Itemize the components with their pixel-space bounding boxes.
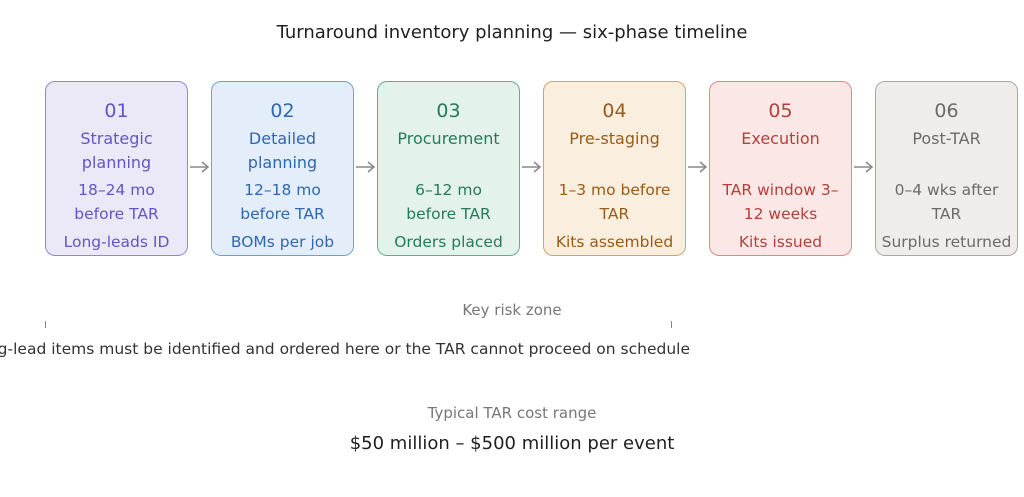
risk-zone-description: Long-lead items must be identified and o…: [0, 340, 691, 358]
cost-range-value: $50 million – $500 million per event: [349, 433, 675, 454]
phase-detail: Kits issued: [738, 233, 823, 251]
phase-timing: 0–4 wks after TAR: [894, 181, 999, 223]
phase-detail: Surplus returned: [881, 233, 1012, 251]
phase-card-01: 01 Strategic planning 18–24 mo before TA…: [45, 81, 188, 256]
phase-number: 03: [436, 100, 461, 122]
risk-zone-end-tick: [671, 321, 672, 328]
phase-number: 05: [768, 100, 793, 122]
phase-detail: BOMs per job: [230, 233, 335, 251]
arrow-right-icon: [854, 161, 874, 173]
phase-card-05: 05 Execution TAR window 3–12 weeks Kits …: [709, 81, 852, 256]
phase-number: 01: [104, 100, 129, 122]
phase-card-03: 03 Procurement 6–12 mo before TAR Orders…: [377, 81, 520, 256]
arrow-right-icon: [356, 161, 376, 173]
arrow-right-icon: [522, 161, 542, 173]
phase-name: Pre-staging: [569, 129, 660, 148]
phase-number: 06: [934, 100, 959, 122]
phase-name: Strategic planning: [80, 129, 153, 172]
arrow-right-icon: [688, 161, 708, 173]
arrow-right-icon: [190, 161, 210, 173]
phase-name: Execution: [741, 129, 820, 148]
phase-name: Detailed planning: [247, 129, 318, 172]
cost-range-label: Typical TAR cost range: [427, 404, 597, 422]
risk-zone-label: Key risk zone: [462, 301, 562, 319]
phase-timing: 1–3 mo before TAR: [558, 181, 671, 223]
phase-number: 04: [602, 100, 627, 122]
phase-detail: Orders placed: [394, 233, 503, 251]
phase-name: Procurement: [397, 129, 500, 148]
diagram-title: Turnaround inventory planning — six-phas…: [276, 22, 748, 43]
risk-zone-start-tick: [45, 321, 46, 328]
phase-timing: 6–12 mo before TAR: [406, 181, 491, 223]
phase-number: 02: [270, 100, 295, 122]
phase-detail: Kits assembled: [555, 233, 674, 251]
phase-timing: 12–18 mo before TAR: [240, 181, 325, 223]
phase-card-06: 06 Post-TAR 0–4 wks after TAR Surplus re…: [875, 81, 1018, 256]
phase-card-04: 04 Pre-staging 1–3 mo before TAR Kits as…: [543, 81, 686, 256]
phase-name: Post-TAR: [912, 129, 981, 148]
phase-card-02: 02 Detailed planning 12–18 mo before TAR…: [211, 81, 354, 256]
phase-timing: TAR window 3–12 weeks: [722, 181, 839, 223]
phase-detail: Long-leads ID: [63, 233, 170, 251]
phase-timing: 18–24 mo before TAR: [74, 181, 159, 223]
